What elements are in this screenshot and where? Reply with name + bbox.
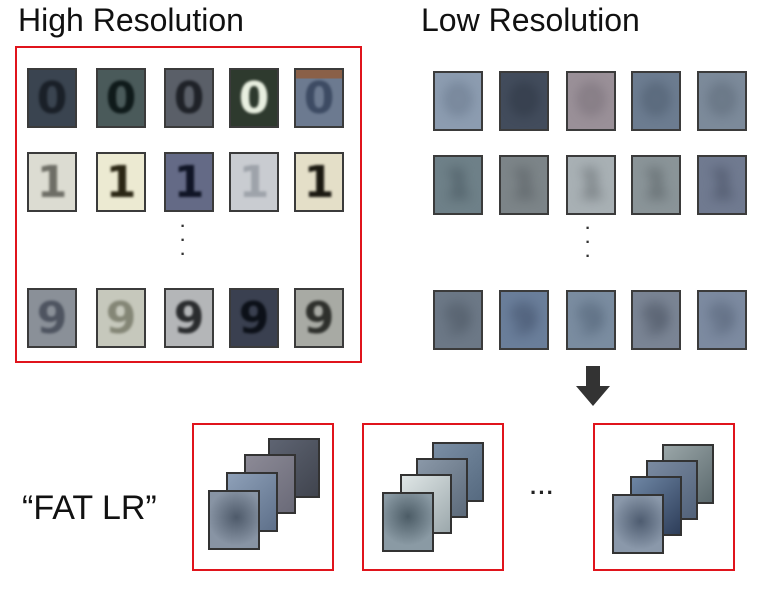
high-resolution-frame bbox=[15, 46, 362, 363]
hr-digit-tile: 1 bbox=[164, 152, 214, 212]
hr-digit-tile: 0 bbox=[164, 68, 214, 128]
lr-digit-tile: 0 bbox=[566, 71, 616, 131]
hr-digit-tile: 1 bbox=[294, 152, 344, 212]
hr-digit-tile: 1 bbox=[27, 152, 77, 212]
lr-digit-tile: 9 bbox=[631, 290, 681, 350]
lr-digit-tile: 1 bbox=[697, 155, 747, 215]
high-resolution-title: High Resolution bbox=[18, 2, 244, 38]
hr-digit-tile: 0 bbox=[96, 68, 146, 128]
horizontal-ellipsis: ··· bbox=[530, 480, 555, 505]
fat-lr-stack-frame bbox=[362, 423, 504, 571]
fat-lr-stack-frame bbox=[593, 423, 735, 571]
lr-digit-tile: 0 bbox=[697, 71, 747, 131]
lr-digit-tile: 0 bbox=[499, 71, 549, 131]
lr-digit-tile: 1 bbox=[566, 155, 616, 215]
stack-card bbox=[612, 494, 664, 554]
lr-digit-tile: 9 bbox=[499, 290, 549, 350]
fat-lr-label: “FAT LR” bbox=[22, 489, 157, 527]
lr-vertical-ellipsis: ··· bbox=[585, 220, 591, 265]
hr-vertical-ellipsis: ··· bbox=[180, 218, 186, 263]
hr-digit-tile: 1 bbox=[96, 152, 146, 212]
stack-card bbox=[382, 492, 434, 552]
hr-digit-tile: 9 bbox=[27, 288, 77, 348]
hr-digit-tile: 1 bbox=[229, 152, 279, 212]
hr-digit-tile: 9 bbox=[96, 288, 146, 348]
stack-card bbox=[208, 490, 260, 550]
lr-digit-tile: 9 bbox=[433, 290, 483, 350]
down-arrow-icon bbox=[576, 366, 610, 406]
lr-digit-tile: 1 bbox=[433, 155, 483, 215]
hr-digit-tile: 0 bbox=[27, 68, 77, 128]
lr-digit-tile: 1 bbox=[631, 155, 681, 215]
hr-digit-tile: 9 bbox=[229, 288, 279, 348]
lr-digit-tile: 1 bbox=[499, 155, 549, 215]
lr-digit-tile: 9 bbox=[697, 290, 747, 350]
hr-digit-tile: 0 bbox=[294, 68, 344, 128]
lr-digit-tile: 0 bbox=[433, 71, 483, 131]
lr-digit-tile: 0 bbox=[631, 71, 681, 131]
hr-digit-tile: 0 bbox=[229, 68, 279, 128]
hr-digit-tile: 9 bbox=[294, 288, 344, 348]
hr-digit-tile: 9 bbox=[164, 288, 214, 348]
lr-digit-tile: 9 bbox=[566, 290, 616, 350]
low-resolution-title: Low Resolution bbox=[421, 2, 640, 38]
fat-lr-stack-frame bbox=[192, 423, 334, 571]
